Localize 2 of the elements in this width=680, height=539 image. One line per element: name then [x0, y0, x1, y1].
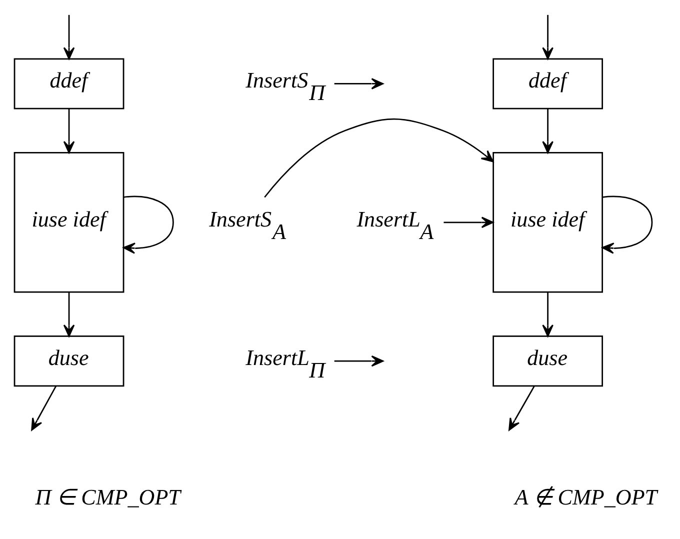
label: A ∉ CMP_OPT: [514, 484, 657, 510]
label: Π ∈ CMP_OPT: [34, 484, 180, 510]
